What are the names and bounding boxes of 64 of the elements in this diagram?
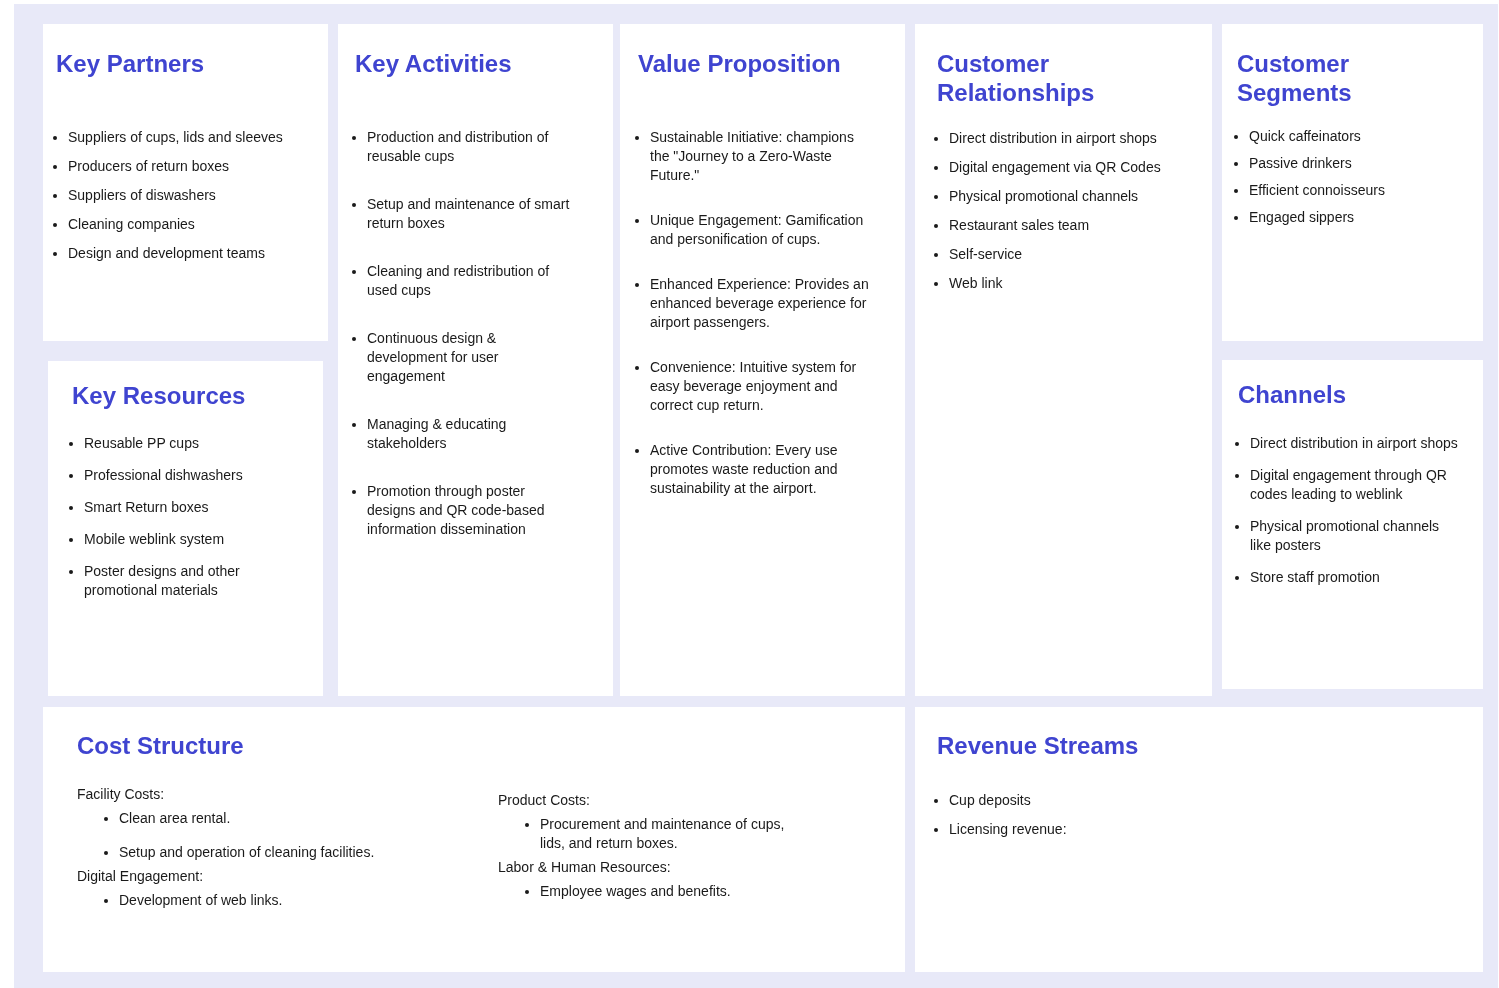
bullet-item: Design and development teams <box>68 245 265 261</box>
canvas-section <box>48 361 323 696</box>
bullet-item: Production and distribution of reusable cups <box>367 129 549 164</box>
bullet-item: Procurement and maintenance of cups, lids, and return boxes. <box>540 816 785 851</box>
canvas-section <box>43 24 328 341</box>
section-heading: Key Resources <box>72 381 247 410</box>
section-heading: Cost Structure <box>77 731 245 760</box>
bullet-item: Unique Engagement: Gamification and personification of cups. <box>650 212 864 247</box>
section-heading: Key Activities <box>355 49 513 78</box>
bullet-item: Licensing revenue: <box>949 821 1067 837</box>
bullet-item: Direct distribution in airport shops <box>1250 435 1458 451</box>
bullet-item: Store staff promotion <box>1250 569 1380 585</box>
bullet-item: Web link <box>949 275 1003 291</box>
bullet-item: Employee wages and benefits. <box>540 883 731 899</box>
canvas-section <box>1222 360 1483 689</box>
bullet-item: Cleaning companies <box>68 216 195 232</box>
subheading: Digital Engagement: <box>77 867 205 886</box>
subheading: Product Costs: <box>498 791 591 810</box>
bullet-item: Mobile weblink system <box>84 531 225 547</box>
bullet-item: Digital engagement via QR Codes <box>949 159 1161 175</box>
bullet-item: Continuous design & development for user engagement <box>367 330 499 384</box>
bullet-item: Restaurant sales team <box>949 217 1090 233</box>
section-heading: Key Partners <box>56 49 206 78</box>
bullet-item: Suppliers of cups, lids and sleeves <box>68 129 283 145</box>
bullet-item: Setup and operation of cleaning facilities. <box>119 844 375 860</box>
bullet-item: Self-service <box>949 246 1023 262</box>
section-heading: Value Proposition <box>638 49 842 78</box>
bullet-item: Producers of return boxes <box>68 158 230 174</box>
bullet-item: Direct distribution in airport shops <box>949 130 1157 146</box>
canvas-section <box>1222 24 1483 341</box>
subheading: Facility Costs: <box>77 785 166 804</box>
section-heading: Channels <box>1238 380 1348 409</box>
section-heading: Customer Segments <box>1237 49 1353 107</box>
bullet-item: Cup deposits <box>949 792 1031 808</box>
subheading: Labor & Human Resources: <box>498 858 672 877</box>
bullet-item: Efficient connoisseurs <box>1249 182 1385 198</box>
bullet-item: Sustainable Initiative: champions the "Journey to a Zero-Waste Future." <box>650 129 854 183</box>
bullet-item: Physical promotional channels like posters <box>1250 518 1440 553</box>
bullet-item: Passive drinkers <box>1249 155 1352 171</box>
bullet-item: Digital engagement through QR codes leading to weblink <box>1250 467 1447 502</box>
bullet-item: Promotion through poster designs and QR code-based information dissemination <box>367 483 545 537</box>
bullet-item: Clean area rental. <box>119 810 231 826</box>
bullet-item: Engaged sippers <box>1249 209 1355 225</box>
bullet-item: Quick caffeinators <box>1249 128 1361 144</box>
section-heading: Customer Relationships <box>937 49 1096 107</box>
bullet-item: Development of web links. <box>119 892 283 908</box>
canvas-section <box>915 24 1212 696</box>
bullet-item: Enhanced Experience: Provides an enhanced beverage experience for airport passengers. <box>650 276 869 330</box>
bullet-item: Cleaning and redistribution of used cups <box>367 263 550 298</box>
canvas-section <box>915 707 1483 972</box>
bullet-item: Active Contribution: Every use promotes waste reduction and sustainability at the airport. <box>650 442 838 496</box>
bullet-item: Convenience: Intuitive system for easy beverage enjoyment and correct cup return. <box>650 359 857 413</box>
bullet-item: Reusable PP cups <box>84 435 199 451</box>
bullet-item: Poster designs and other promotional materials <box>84 563 240 598</box>
bullet-item: Smart Return boxes <box>84 499 209 515</box>
canvas-section <box>620 24 905 696</box>
bullet-item: Managing & educating stakeholders <box>367 416 507 451</box>
canvas-section <box>338 24 613 696</box>
canvas-section <box>43 707 905 972</box>
bullet-item: Professional dishwashers <box>84 467 243 483</box>
bullet-item: Physical promotional channels <box>949 188 1139 204</box>
bullet-item: Setup and maintenance of smart return boxes <box>367 196 570 231</box>
section-heading: Revenue Streams <box>937 731 1140 760</box>
bullet-item: Suppliers of diswashers <box>68 187 216 203</box>
